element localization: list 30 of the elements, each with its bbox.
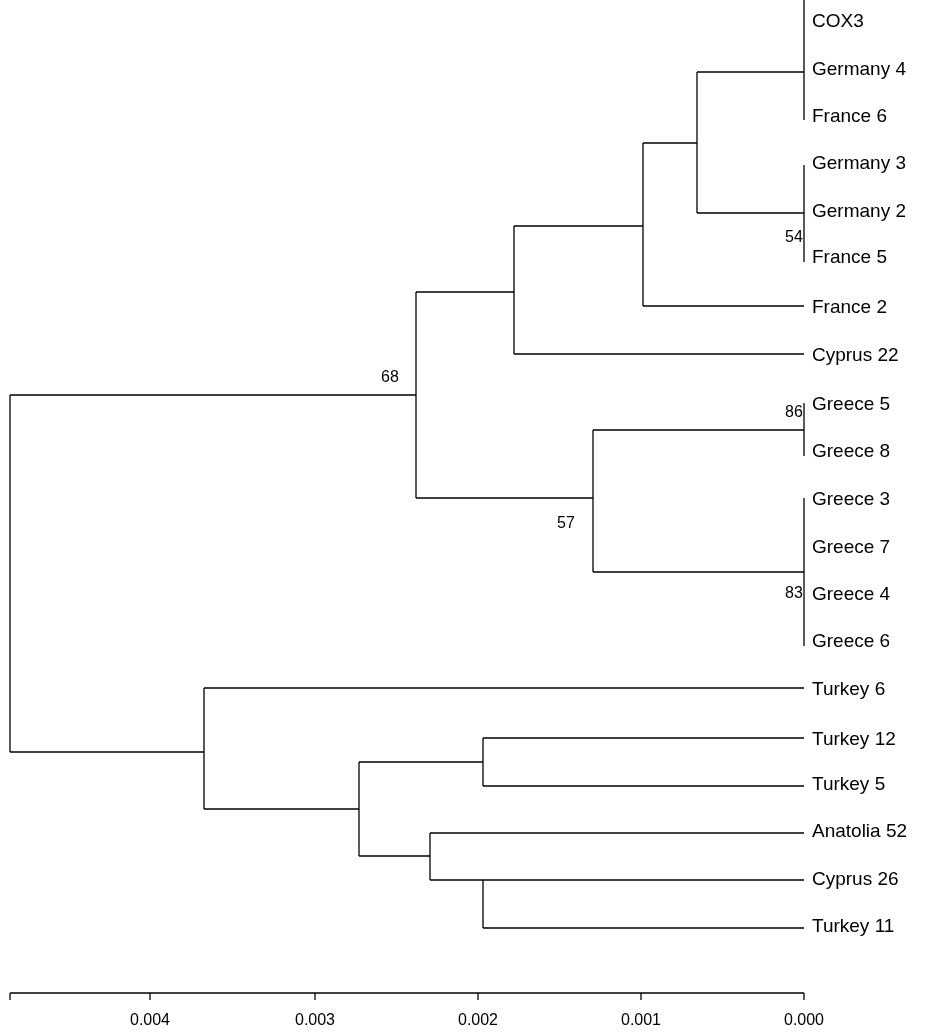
- leaf-label: Greece 6: [812, 631, 891, 650]
- leaf-label: Anatolia 52: [812, 821, 908, 840]
- leaf-label: COX3: [812, 11, 864, 30]
- tick-label: 0.000: [784, 1012, 824, 1028]
- leaf-label: Turkey 11: [812, 916, 895, 935]
- leaf-label: Greece 5: [812, 394, 891, 413]
- tick-label: 0.004: [130, 1012, 170, 1028]
- leaf-label: Germany 3: [812, 153, 906, 172]
- leaf-label: France 5: [812, 247, 887, 266]
- bootstrap-value: 54: [785, 229, 803, 245]
- bootstrap-value: 86: [785, 404, 803, 420]
- leaf-label: Greece 8: [812, 441, 891, 460]
- leaf-label: France 6: [812, 106, 887, 125]
- bootstrap-value: 57: [557, 515, 575, 531]
- bootstrap-value: 83: [785, 585, 803, 601]
- tick-label: 0.003: [295, 1012, 335, 1028]
- tick-label: 0.002: [458, 1012, 498, 1028]
- leaf-label: Germany 4: [812, 59, 906, 78]
- leaf-label: Turkey 5: [812, 774, 886, 793]
- leaf-label: Greece 3: [812, 489, 891, 508]
- bootstrap-value: 68: [381, 369, 399, 385]
- leaf-label: Germany 2: [812, 201, 906, 220]
- leaf-label: Greece 4: [812, 584, 891, 603]
- leaf-label: Cyprus 22: [812, 345, 899, 364]
- tick-label: 0.001: [621, 1012, 661, 1028]
- leaf-label: France 2: [812, 297, 887, 316]
- leaf-label: Cyprus 26: [812, 869, 899, 888]
- leaf-label: Greece 7: [812, 537, 891, 556]
- leaf-label: Turkey 6: [812, 679, 886, 698]
- leaf-label: Turkey 12: [812, 729, 896, 748]
